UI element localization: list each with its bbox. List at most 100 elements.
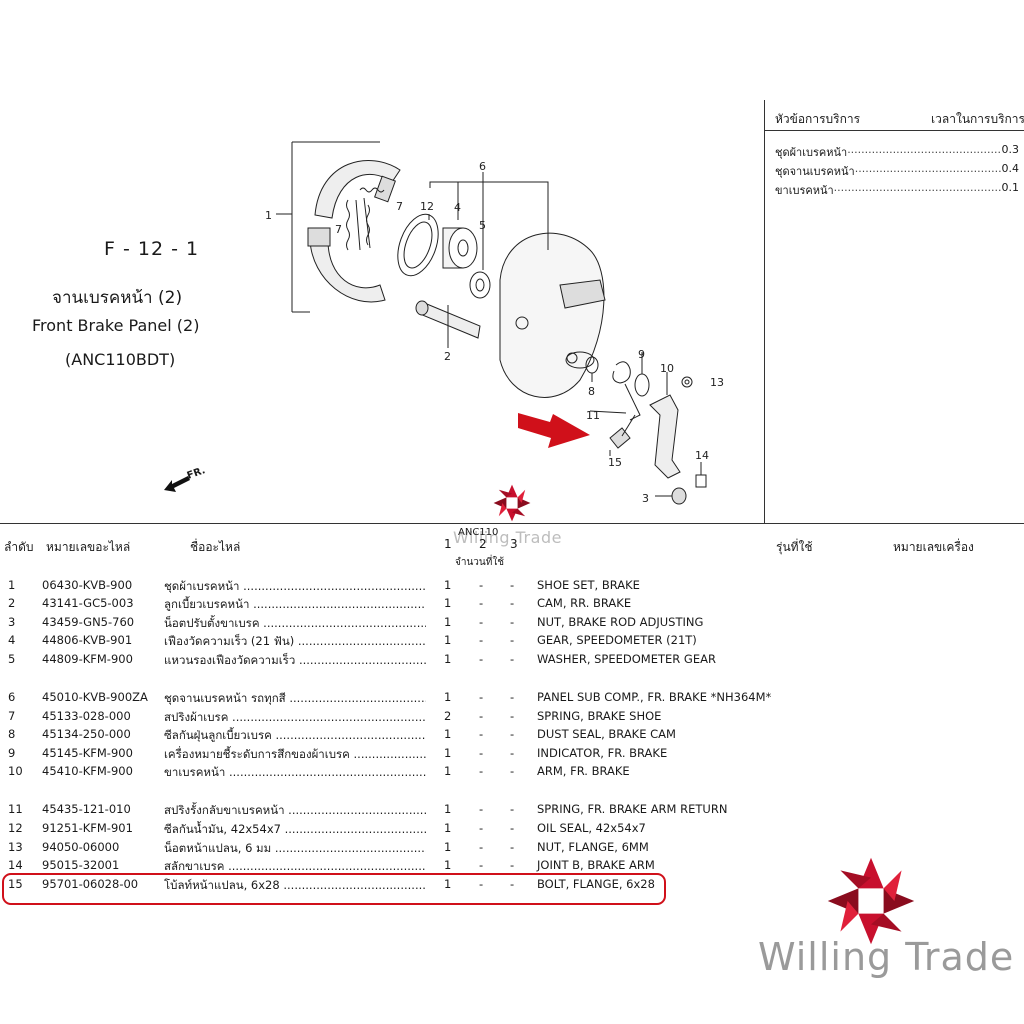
qty-col-3: - [510,764,515,778]
qty-col-2: - [479,764,484,778]
qty-col-1: 1 [444,802,452,816]
part-description: SHOE SET, BRAKE [537,578,640,592]
callout-2: 2 [444,350,451,363]
watermark-small: Willing Trade [453,528,562,547]
part-description: BOLT, FLANGE, 6x28 [537,877,655,891]
qty-col-1: 1 [444,877,452,891]
callout-4: 4 [454,201,461,214]
qty-col-3: - [510,633,515,647]
qty-col-2: - [479,615,484,629]
qty-col-3: - [510,578,515,592]
qty-col-3: - [510,858,515,872]
qty-col-2: - [479,821,484,835]
qty-col-2: - [479,746,484,760]
callout-1: 1 [265,209,272,222]
qty-col-1: 1 [444,840,452,854]
col-header-no: ลำดับ [4,540,34,554]
qty-col-2: - [479,596,484,610]
part-name: ชุดจานเบรคหน้า รถทุกสี .................… [164,691,426,705]
qty-col-1: 1 [444,596,452,610]
part-description: JOINT B, BRAKE ARM [537,858,655,872]
qty-col-2: - [479,690,484,704]
service-time-header: เวลาในการบริการ [931,112,1024,126]
qty-col-2: - [479,709,484,723]
col-header-part-no: หมายเลขอะไหล่ [46,540,131,554]
part-name: ชุดผ้าเบรคหน้า .........................… [164,579,426,593]
callout-5: 5 [479,219,486,232]
part-number: 45410-KFM-900 [42,764,133,778]
title-english: Front Brake Panel (2) [32,316,200,335]
row-number: 11 [8,802,23,816]
qty-col-1: 1 [444,633,452,647]
callout-8: 8 [588,385,595,398]
callout-11: 11 [586,409,600,422]
part-description: WASHER, SPEEDOMETER GEAR [537,652,716,666]
callout-15: 15 [608,456,622,469]
qty-col-1: 1 [444,746,452,760]
service-time-panel: หัวข้อการบริการ เวลาในการบริการ ชุดผ้าเบ… [764,100,1024,524]
watermark-large: Willing Trade [758,935,1015,979]
table-row: 10 45410-KFM-900 ขาเบรคหน้า ..............… [0,764,1024,782]
qty-col-3: - [510,596,515,610]
part-name: ขาเบรคหน้า .............................… [164,765,426,779]
callout-3: 3 [642,492,649,505]
row-number: 10 [8,764,23,778]
row-number: 3 [8,615,16,629]
part-name: สลักขาเบรค .............................… [164,859,426,873]
row-number: 14 [8,858,23,872]
part-name: สปริงรั้งกลับขาเบรคหน้า ................… [164,803,426,817]
part-name: แหวนรองเฟืองวัดความเร็ว ................… [164,653,426,667]
qty-col-2: - [479,727,484,741]
qty-col-1: 1 [444,615,452,629]
part-number: 43141-GC5-003 [42,596,134,610]
model-code-header: ANC110 [458,527,499,538]
part-number: 45435-121-010 [42,802,131,816]
callout-12: 12 [420,200,434,213]
qty-col-3: - [510,802,515,816]
exploded-parts-diagram: 1 2 3 4 5 6 7 7 8 9 10 11 12 13 14 15 [265,141,724,505]
qty-col-3: - [510,727,515,741]
qty-col-3: - [510,690,515,704]
part-description: PANEL SUB COMP., FR. BRAKE *NH364M* [537,690,772,704]
front-direction-arrow-icon [164,476,190,492]
qty-col-3: - [510,821,515,835]
service-row: ชุดผ้าเบรคหน้า..........................… [775,143,1019,159]
willing-trade-large-logo-icon [827,857,915,945]
qty-col-1: 1 [444,821,452,835]
qty-col-3: - [510,615,515,629]
part-name: น็อตหน้าแปลน, 6 มม .....................… [164,841,426,855]
part-name: สปริงผ้าเบรค ...........................… [164,710,426,724]
part-description: DUST SEAL, BRAKE CAM [537,727,676,741]
col-header-qty: จำนวนที่ใช้ [455,557,505,568]
row-number: 6 [8,690,16,704]
part-number: 44809-KFM-900 [42,652,133,666]
highlight-row-15 [2,873,666,905]
part-name: น็อตปรับตั้งขาเบรค .....................… [164,616,426,630]
page-code: F - 12 - 1 [104,238,200,260]
col-header-q3: 3 [510,537,518,551]
qty-col-2: - [479,652,484,666]
part-name: ซีลกันน้ำมัน, 42x54x7 ..................… [164,822,426,836]
qty-col-1: 1 [444,858,452,872]
qty-col-1: 1 [444,727,452,741]
row-number: 9 [8,746,16,760]
row-number: 7 [8,709,16,723]
part-name: เครื่องหมายชี้ระดับการสึกของผ้าเบรค ....… [164,747,426,761]
part-description: OIL SEAL, 42x54x7 [537,821,646,835]
part-number: 43459-GN5-760 [42,615,135,629]
qty-col-3: - [510,652,515,666]
callout-13: 13 [710,376,724,389]
row-number: 5 [8,652,16,666]
part-number: 91251-KFM-901 [42,821,133,835]
row-number: 1 [8,578,16,592]
col-header-q2: 2 [479,537,487,551]
part-name: ลูกเบี้ยวเบรคหน้า ......................… [164,597,426,611]
part-description: INDICATOR, FR. BRAKE [537,746,668,760]
part-number: 45010-KVB-900ZA [42,690,148,704]
qty-col-1: 1 [444,578,452,592]
qty-col-3: - [510,709,515,723]
service-header-divider [765,130,1024,131]
